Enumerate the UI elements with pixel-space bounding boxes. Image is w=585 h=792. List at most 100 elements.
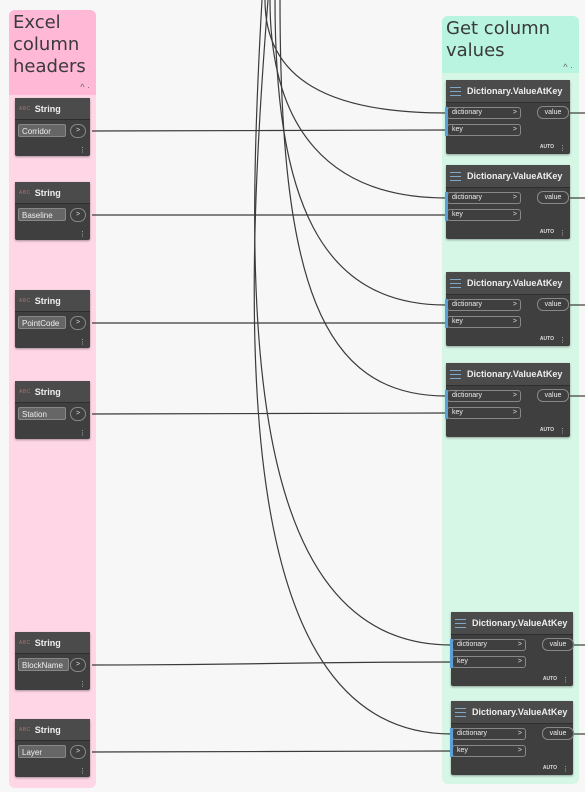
- wire-dictionary: [253, 0, 452, 735]
- more-options-icon[interactable]: ⋮: [559, 145, 566, 152]
- key-input-port[interactable]: key>: [452, 656, 526, 668]
- more-options-icon[interactable]: ⋮: [562, 766, 569, 773]
- lacing-auto-label[interactable]: AUTO: [539, 336, 554, 342]
- string-value-input[interactable]: BlockName: [18, 658, 69, 671]
- key-input-port[interactable]: key>: [447, 316, 521, 328]
- valueatkey-node[interactable]: Dictionary.ValueAtKey dictionary> key> v…: [445, 363, 570, 437]
- output-port[interactable]: >: [70, 658, 86, 672]
- node-header[interactable]: Dictionary.ValueAtKey: [446, 165, 570, 188]
- valueatkey-node[interactable]: Dictionary.ValueAtKey dictionary> key> v…: [445, 80, 570, 154]
- node-header[interactable]: Dictionary.ValueAtKey: [446, 272, 570, 295]
- more-options-icon[interactable]: ⋮: [79, 231, 86, 238]
- string-value-input[interactable]: PointCode: [18, 316, 66, 329]
- abc-icon: ABC: [19, 105, 31, 112]
- input-port-indicator: [450, 728, 453, 757]
- string-value-input[interactable]: Station: [18, 407, 66, 420]
- dictionary-icon: [450, 171, 461, 181]
- wire-key: [91, 750, 452, 753]
- collapse-icon[interactable]: ^ ·: [563, 62, 573, 72]
- node-header[interactable]: Dictionary.ValueAtKey: [451, 612, 573, 635]
- key-input-port[interactable]: key>: [447, 407, 521, 419]
- lacing-auto-label[interactable]: AUTO: [539, 229, 554, 235]
- value-output-port[interactable]: value: [537, 191, 569, 204]
- wire-dictionary: [264, 0, 447, 114]
- more-options-icon[interactable]: ⋮: [79, 339, 86, 346]
- lacing-auto-label[interactable]: AUTO: [542, 765, 557, 771]
- input-port-indicator: [450, 639, 453, 668]
- dictionary-input-port[interactable]: dictionary>: [452, 639, 526, 651]
- value-output-port[interactable]: value: [537, 298, 569, 311]
- lacing-auto-label[interactable]: AUTO: [539, 144, 554, 150]
- more-options-icon[interactable]: ⋮: [79, 768, 86, 775]
- collapse-icon[interactable]: ^ ·: [80, 82, 90, 92]
- more-options-icon[interactable]: ⋮: [79, 681, 86, 688]
- abc-icon: ABC: [19, 639, 31, 646]
- abc-icon: ABC: [19, 189, 31, 196]
- node-header[interactable]: Dictionary.ValueAtKey: [446, 363, 570, 386]
- wire-dictionary: [279, 0, 447, 397]
- node-title: String: [34, 724, 61, 735]
- abc-icon: ABC: [19, 726, 31, 733]
- output-port[interactable]: >: [70, 407, 86, 421]
- more-options-icon[interactable]: ⋮: [79, 430, 86, 437]
- value-output-port[interactable]: value: [542, 727, 574, 740]
- output-port[interactable]: >: [70, 745, 86, 759]
- wire-key: [91, 661, 452, 666]
- output-port[interactable]: >: [70, 124, 86, 138]
- node-title: Dictionary.ValueAtKey: [467, 86, 563, 96]
- string-value-input[interactable]: Baseline: [18, 208, 66, 221]
- dictionary-icon: [455, 618, 466, 628]
- string-value-input[interactable]: Layer: [18, 745, 66, 758]
- string-value-input[interactable]: Corridor: [18, 124, 66, 137]
- node-title: String: [34, 295, 61, 306]
- dictionary-input-port[interactable]: dictionary>: [452, 728, 526, 740]
- dictionary-input-port[interactable]: dictionary>: [447, 390, 521, 402]
- node-header[interactable]: Dictionary.ValueAtKey: [451, 701, 573, 724]
- output-port[interactable]: >: [70, 208, 86, 222]
- wire-key: [91, 412, 447, 415]
- input-port-indicator: [445, 390, 448, 419]
- output-port[interactable]: >: [70, 316, 86, 330]
- key-input-port[interactable]: key>: [452, 745, 526, 757]
- node-header[interactable]: Dictionary.ValueAtKey: [446, 80, 570, 103]
- valueatkey-node[interactable]: Dictionary.ValueAtKey dictionary> key> v…: [450, 701, 574, 775]
- lacing-auto-label[interactable]: AUTO: [539, 427, 554, 433]
- value-output-port[interactable]: value: [542, 638, 574, 651]
- valueatkey-node[interactable]: Dictionary.ValueAtKey dictionary> key> v…: [450, 612, 574, 686]
- dictionary-input-port[interactable]: dictionary>: [447, 192, 521, 204]
- abc-icon: ABC: [19, 297, 31, 304]
- input-port-indicator: [445, 192, 448, 221]
- value-output-port[interactable]: value: [537, 106, 569, 119]
- valueatkey-node[interactable]: Dictionary.ValueAtKey dictionary> key> v…: [445, 165, 570, 239]
- node-title: Dictionary.ValueAtKey: [467, 171, 563, 181]
- lacing-auto-label[interactable]: AUTO: [542, 676, 557, 682]
- more-options-icon[interactable]: ⋮: [562, 677, 569, 684]
- key-input-port[interactable]: key>: [447, 124, 521, 136]
- dictionary-input-port[interactable]: dictionary>: [447, 107, 521, 119]
- abc-icon: ABC: [19, 388, 31, 395]
- more-options-icon[interactable]: ⋮: [559, 230, 566, 237]
- wire-dictionary: [274, 0, 447, 306]
- more-options-icon[interactable]: ⋮: [79, 147, 86, 154]
- more-options-icon[interactable]: ⋮: [559, 337, 566, 344]
- value-output-port[interactable]: value: [537, 389, 569, 402]
- dictionary-input-port[interactable]: dictionary>: [447, 299, 521, 311]
- more-options-icon[interactable]: ⋮: [559, 428, 566, 435]
- key-input-port[interactable]: key>: [447, 209, 521, 221]
- valueatkey-node[interactable]: Dictionary.ValueAtKey dictionary> key> v…: [445, 272, 570, 346]
